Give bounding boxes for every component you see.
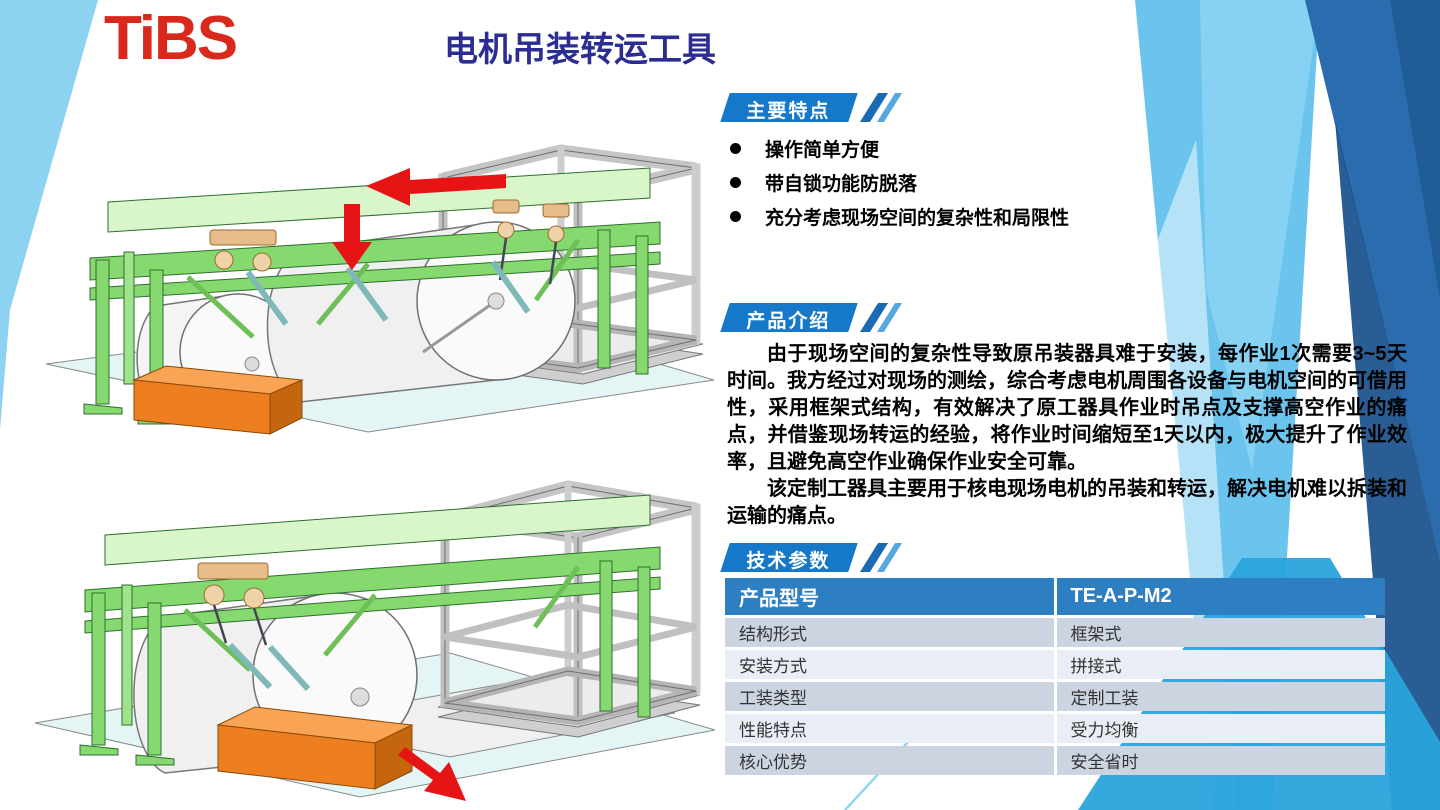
features-section-header: 主要特点	[720, 93, 903, 122]
table-header-row: 产品型号 TE-A-P-M2	[725, 578, 1385, 615]
lifting-slings	[245, 260, 531, 326]
features-header-label: 主要特点	[746, 100, 831, 122]
features-bullet-list: 操作简单方便 带自锁功能防脱落 充分考虑现场空间的复杂性和局限性	[722, 131, 1069, 233]
spec-param-header-cell: 产品型号	[725, 578, 1054, 615]
green-gantry	[79, 494, 661, 766]
lifting-slings	[227, 642, 311, 692]
spec-param-cell: 结构形式	[725, 618, 1054, 647]
list-item: 操作简单方便	[722, 131, 1069, 165]
features-header-box: 主要特点	[720, 93, 858, 122]
table-row: 核心优势 安全省时	[725, 746, 1385, 775]
green-gantry	[83, 167, 661, 425]
hoist-trolleys	[209, 199, 570, 285]
spec-value-cell: 安全省时	[1056, 746, 1385, 775]
spec-param-cell: 安装方式	[725, 650, 1054, 679]
intro-section-header: 产品介绍	[720, 303, 903, 332]
list-item: 带自锁功能防脱落	[722, 165, 1069, 199]
table-row: 安装方式 拼接式	[725, 650, 1385, 679]
bullet-dot-icon	[730, 210, 741, 222]
arrow-left-icon	[366, 168, 506, 206]
bullet-text: 带自锁功能防脱落	[765, 173, 918, 195]
bullet-text: 操作简单方便	[765, 139, 880, 161]
bullet-dot-icon	[730, 176, 741, 188]
spec-table: 产品型号 TE-A-P-M2 结构形式 框架式 安装方式 拼接式 工装类型 定制…	[722, 575, 1388, 778]
orange-block-side	[269, 379, 303, 435]
cad-figure-lifting	[45, 144, 715, 435]
company-logo: TiBS	[104, 4, 238, 73]
list-item: 充分考虑现场空间的复杂性和局限性	[722, 199, 1069, 233]
intro-header-label: 产品介绍	[746, 310, 831, 332]
light-green-beam	[104, 494, 651, 566]
spec-value-cell: 拼接式	[1056, 650, 1385, 679]
spec-param-cell: 核心优势	[725, 746, 1054, 775]
page-title: 电机吊装转运工具	[444, 32, 716, 69]
specs-header-box: 技术参数	[720, 543, 858, 572]
hoist-trolleys	[197, 562, 269, 646]
spec-value-cell: 框架式	[1056, 618, 1385, 647]
table-row: 性能特点 受力均衡	[725, 714, 1385, 743]
bullet-text: 充分考虑现场空间的复杂性和局限性	[765, 207, 1070, 229]
arrow-down-right-icon	[398, 747, 466, 801]
bullet-dot-icon	[730, 142, 741, 154]
intro-header-box: 产品介绍	[720, 303, 858, 332]
left-diagonal-shape	[0, 0, 98, 430]
spec-value-cell: 受力均衡	[1056, 714, 1385, 743]
table-row: 结构形式 框架式	[725, 618, 1385, 647]
specs-header-label: 技术参数	[746, 550, 831, 572]
spec-param-cell: 工装类型	[725, 682, 1054, 711]
table-row: 工装类型 定制工装	[725, 682, 1385, 711]
orange-block-side	[374, 724, 413, 790]
spec-value-cell: 定制工装	[1056, 682, 1385, 711]
intro-paragraph: 该定制工器具主要用于核电现场电机的吊装和转运，解决电机难以拆装和运输的痛点。	[727, 478, 1407, 527]
intro-paragraph: 由于现场空间的复杂性导致原吊装器具难于安装，每作业1次需要3~5天时间。我方经过…	[727, 343, 1407, 473]
intro-paragraphs: 由于现场空间的复杂性导致原吊装器具难于安装，每作业1次需要3~5天时间。我方经过…	[727, 341, 1407, 530]
spec-param-cell: 性能特点	[725, 714, 1054, 743]
arrow-down-icon	[332, 204, 372, 270]
specs-section-header: 技术参数	[720, 543, 903, 572]
cad-figure-transfer	[34, 480, 716, 801]
light-green-beam	[107, 167, 651, 233]
spec-value-header-cell: TE-A-P-M2	[1056, 578, 1385, 615]
